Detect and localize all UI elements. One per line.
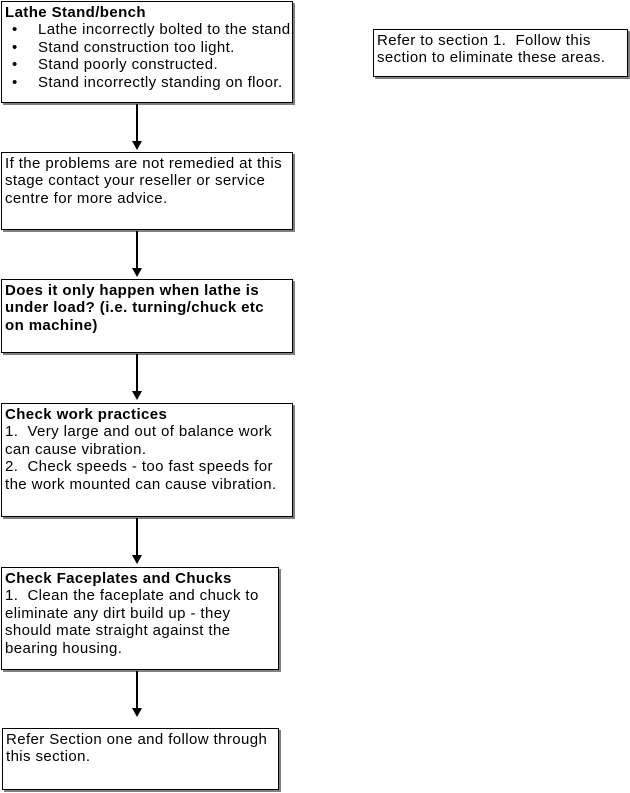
box-title: Check Faceplates and Chucks	[5, 570, 232, 587]
text-line: stage contact your reseller or service	[5, 172, 266, 190]
text-line: bearing housing.	[5, 639, 123, 657]
box-title: Lathe Stand/bench	[5, 4, 146, 21]
bullet-item: Stand construction too light.	[12, 39, 289, 57]
flow-box-lathe-stand: Lathe Stand/bench Lathe incorrectly bolt…	[1, 1, 295, 103]
down-arrow	[132, 231, 142, 277]
flow-box-contact-reseller: If the problems are not remedied at this…	[1, 152, 293, 230]
text-line: Refer to section 1. Follow this	[377, 32, 591, 49]
bullet-item: Lathe incorrectly bolted to the stand.	[12, 21, 295, 39]
text-line: centre for more advice.	[5, 189, 168, 207]
text-line: the work mounted can cause vibration.	[5, 475, 277, 493]
text-line: should mate straight against the	[5, 622, 231, 640]
text-line: 1. Very large and out of balance work	[5, 423, 273, 441]
down-arrow	[132, 104, 142, 150]
bullet-item: Stand poorly constructed.	[12, 56, 289, 74]
text-line: eliminate any dirt build up - they	[5, 604, 231, 622]
down-arrow	[132, 354, 142, 400]
flow-box-refer-note: Refer to section 1. Follow this section …	[373, 29, 628, 77]
text-line: Refer Section one and follow through	[6, 731, 268, 748]
text-line: 2. Check speeds - too fast speeds for	[5, 458, 273, 476]
text-line: on machine)	[5, 316, 98, 334]
text-line: can cause vibration.	[5, 440, 147, 458]
bullet-item: Stand incorrectly standing on floor.	[12, 74, 289, 92]
text-line: under load? (i.e. turning/chuck etc	[5, 299, 265, 317]
text-line: section to eliminate these areas.	[377, 49, 606, 67]
text-line: this section.	[6, 748, 91, 766]
text-line: 1. Clean the faceplate and chuck to	[5, 587, 259, 605]
flow-box-refer-final: Refer Section one and follow through thi…	[2, 728, 279, 790]
flow-box-faceplates-chucks: Check Faceplates and Chucks 1. Clean the…	[1, 567, 279, 670]
text-line: Does it only happen when lathe is	[5, 282, 260, 299]
down-arrow	[132, 518, 142, 564]
text-line: If the problems are not remedied at this	[5, 155, 282, 172]
flow-box-work-practices: Check work practices 1. Very large and o…	[1, 403, 293, 517]
bullet-list: Lathe incorrectly bolted to the stand. S…	[5, 21, 295, 92]
down-arrow	[132, 671, 142, 717]
flow-box-load-question: Does it only happen when lathe is under …	[1, 279, 293, 353]
box-title: Check work practices	[5, 406, 168, 423]
